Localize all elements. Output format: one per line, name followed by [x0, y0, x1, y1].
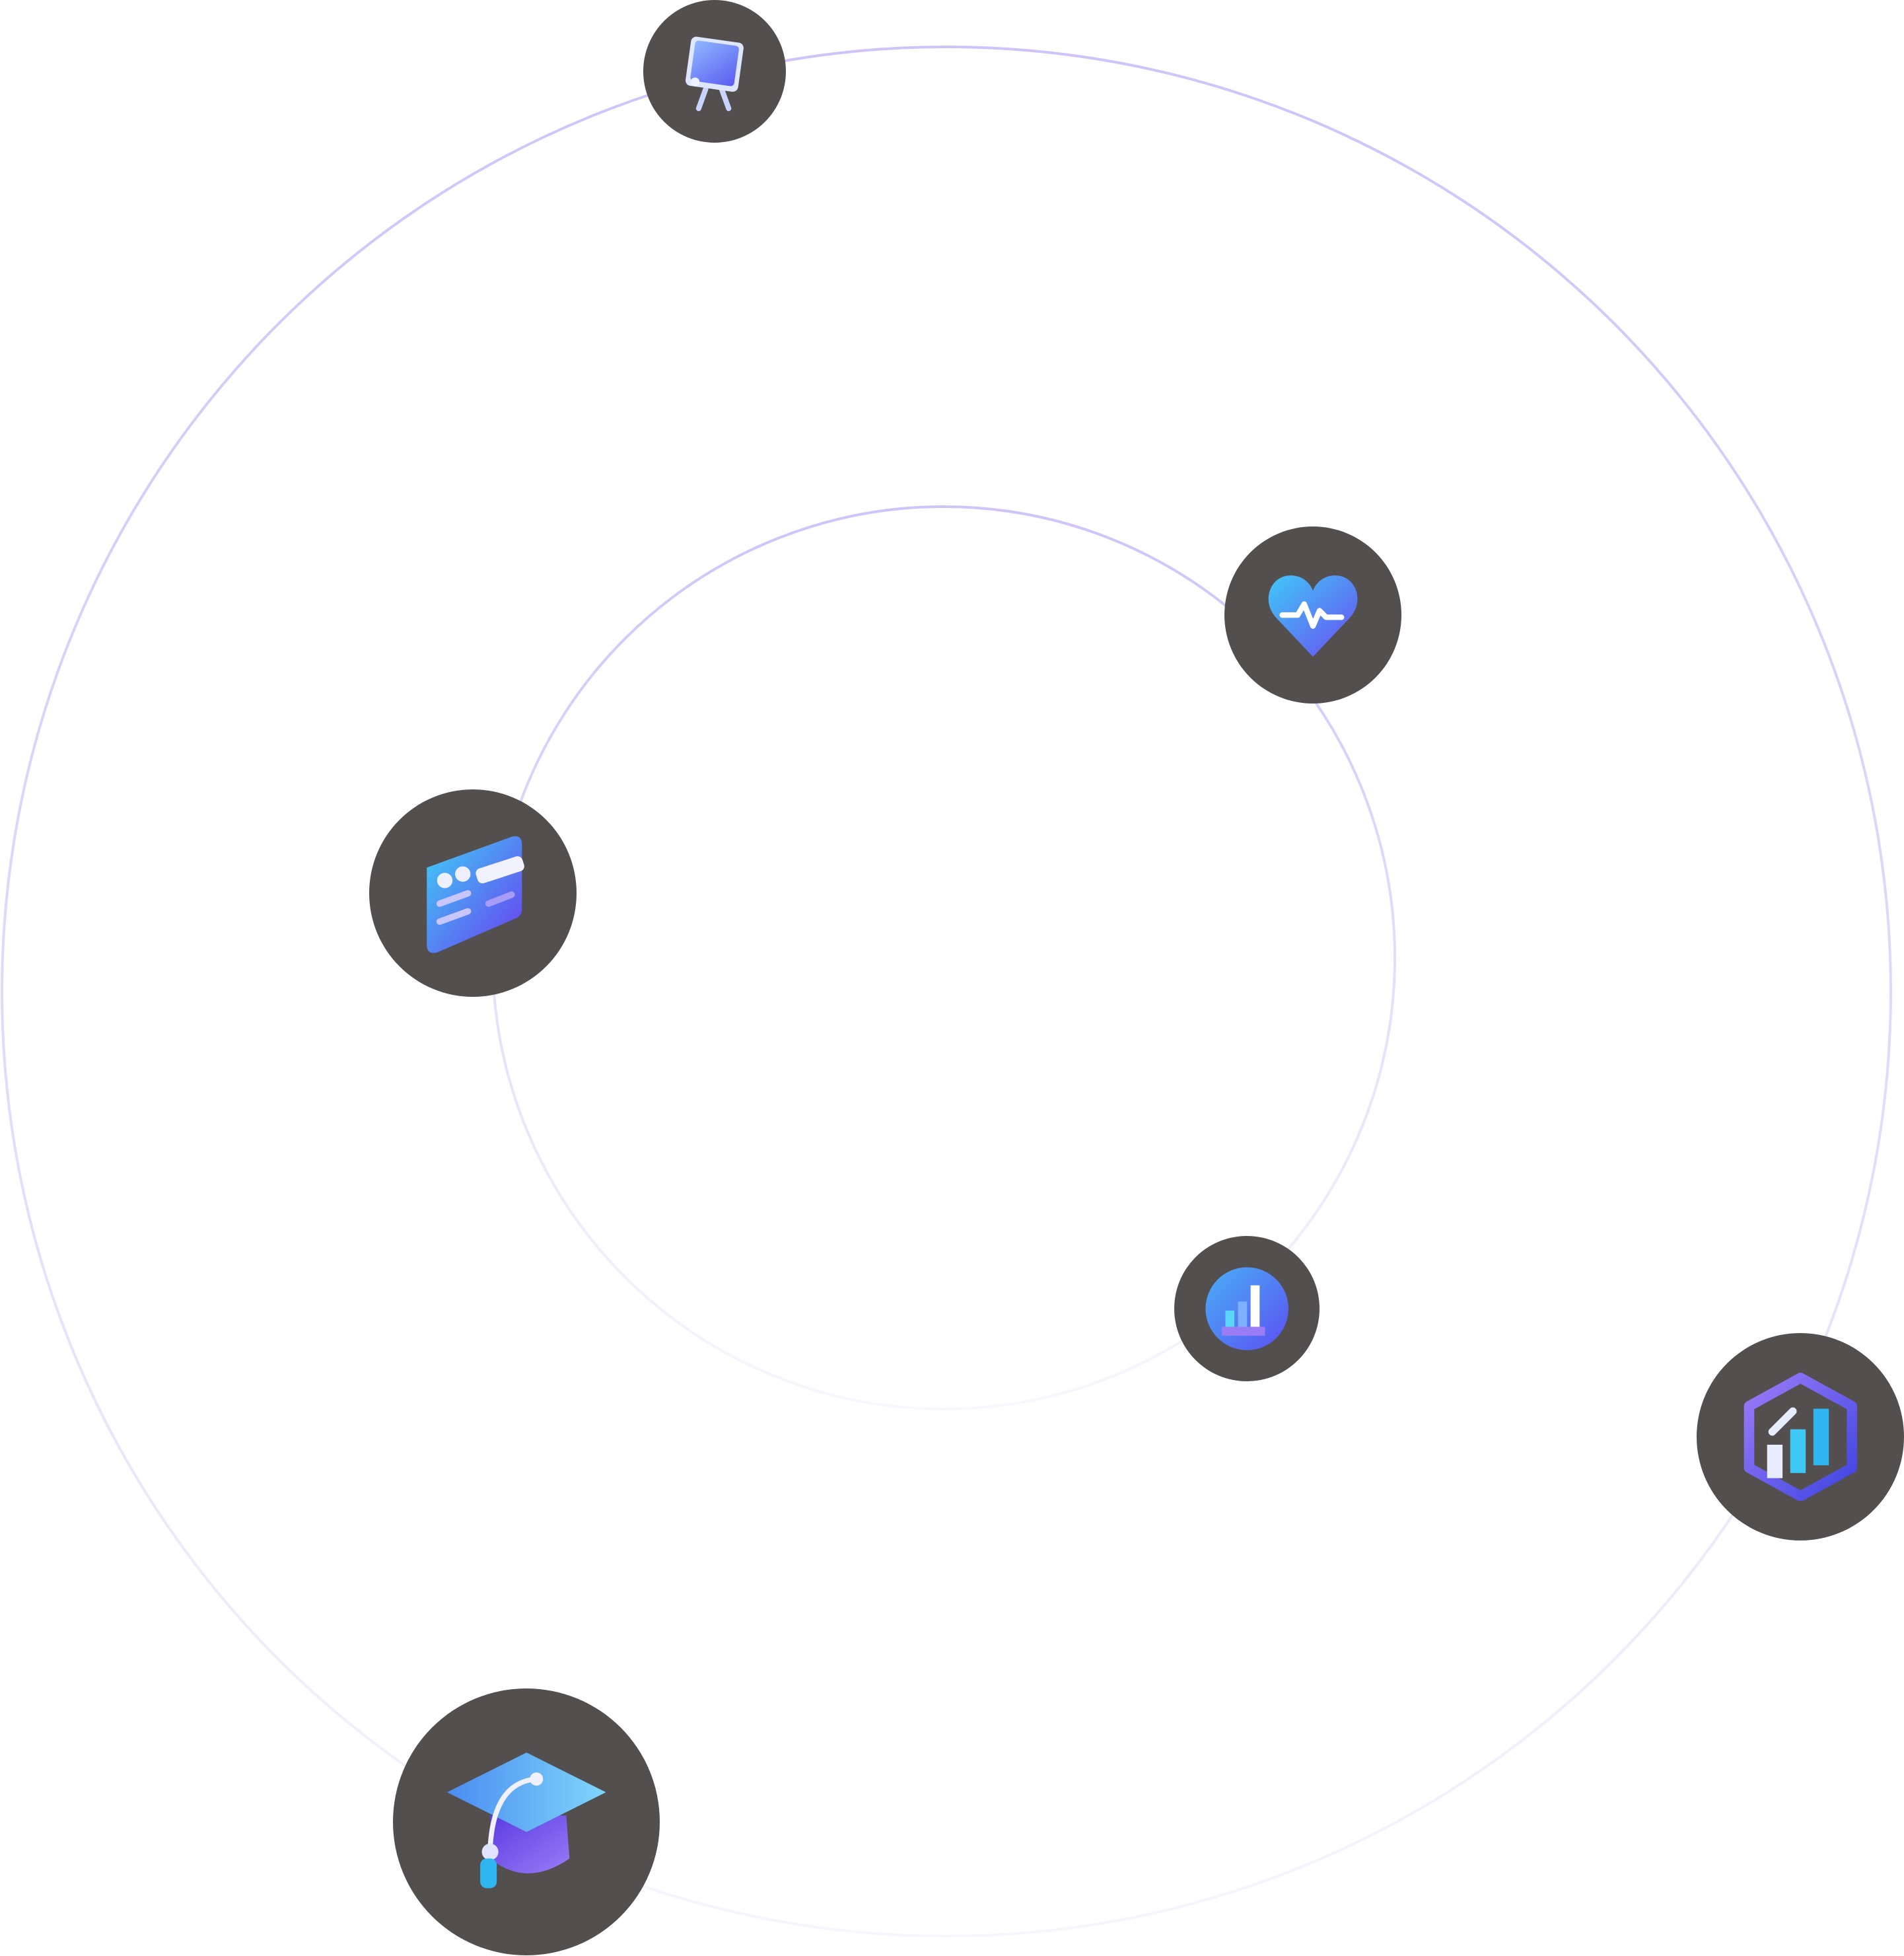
- outer-orbit: [1, 46, 1892, 1938]
- id-card-icon: [426, 836, 524, 953]
- heart-pulse-icon: [1268, 575, 1358, 657]
- node-card[interactable]: [369, 789, 577, 997]
- node-bar-chart[interactable]: [1174, 1236, 1320, 1381]
- node-heart[interactable]: [1224, 526, 1401, 704]
- analytics-hexagon-icon: [1744, 1372, 1857, 1502]
- node-presentation[interactable]: [643, 0, 786, 143]
- node-graduation[interactable]: [393, 1688, 660, 1955]
- presentation-board-icon: [686, 36, 744, 112]
- bar-chart-badge-icon: [1205, 1267, 1288, 1350]
- node-analytics[interactable]: [1697, 1333, 1904, 1540]
- graduation-cap-icon: [446, 1752, 606, 1889]
